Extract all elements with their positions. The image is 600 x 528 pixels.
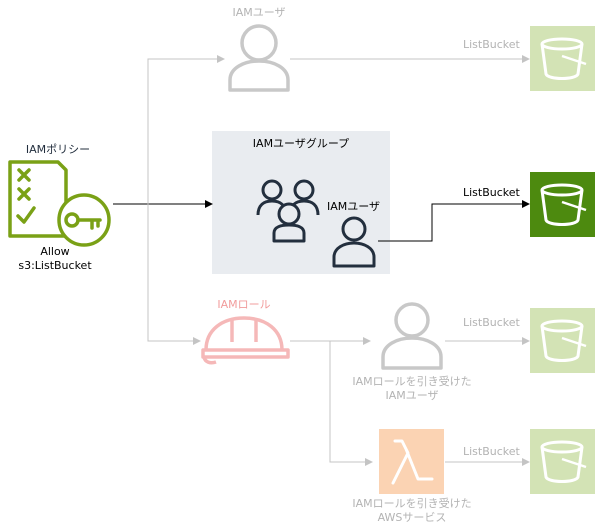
iam-user-top-icon [228, 24, 290, 92]
policy-title: IAMポリシー [25, 143, 91, 156]
role-user-icon [381, 302, 443, 370]
group-member-label: IAMユーザ [327, 200, 381, 213]
policy-allow-label: Allow [40, 245, 70, 258]
policy-to-role-arrow [147, 204, 201, 345]
iam-user-top-label: IAMユーザ [232, 6, 286, 19]
role-service-label-line2: AWSサービス [377, 511, 447, 524]
policy-to-user-arrow [147, 55, 225, 204]
bucket-action-label-4: ListBucket [463, 445, 520, 458]
role-service-label-line1: IAMロールを引き受けた [352, 497, 472, 510]
s3-bucket-icon-2 [530, 172, 595, 237]
s3-bucket-icon-1 [530, 26, 595, 91]
role-to-service-arrow [329, 341, 373, 466]
iam-role-label: IAMロール [217, 298, 271, 311]
role-user-label-line2: IAMユーザ [385, 389, 439, 402]
s3-bucket-icon-4 [530, 429, 595, 494]
user-group-title: IAMユーザグループ [252, 137, 350, 150]
iam-role-helmet-icon [201, 316, 290, 365]
user-group-icon [256, 179, 320, 243]
lambda-service-icon [379, 429, 444, 494]
group-user-to-bucket-arrow [378, 200, 530, 242]
iam-policy-icon [8, 160, 111, 247]
policy-action-label: s3:ListBucket [18, 259, 92, 272]
group-member-user-icon [332, 216, 376, 268]
s3-bucket-icon-3 [530, 308, 595, 373]
bucket-action-label-1: ListBucket [463, 38, 520, 51]
role-user-label-line1: IAMロールを引き受けた [352, 375, 472, 388]
bucket-action-label-3: ListBucket [463, 316, 520, 329]
bucket-action-label-2: ListBucket [463, 186, 520, 199]
connector-lines [113, 55, 530, 466]
